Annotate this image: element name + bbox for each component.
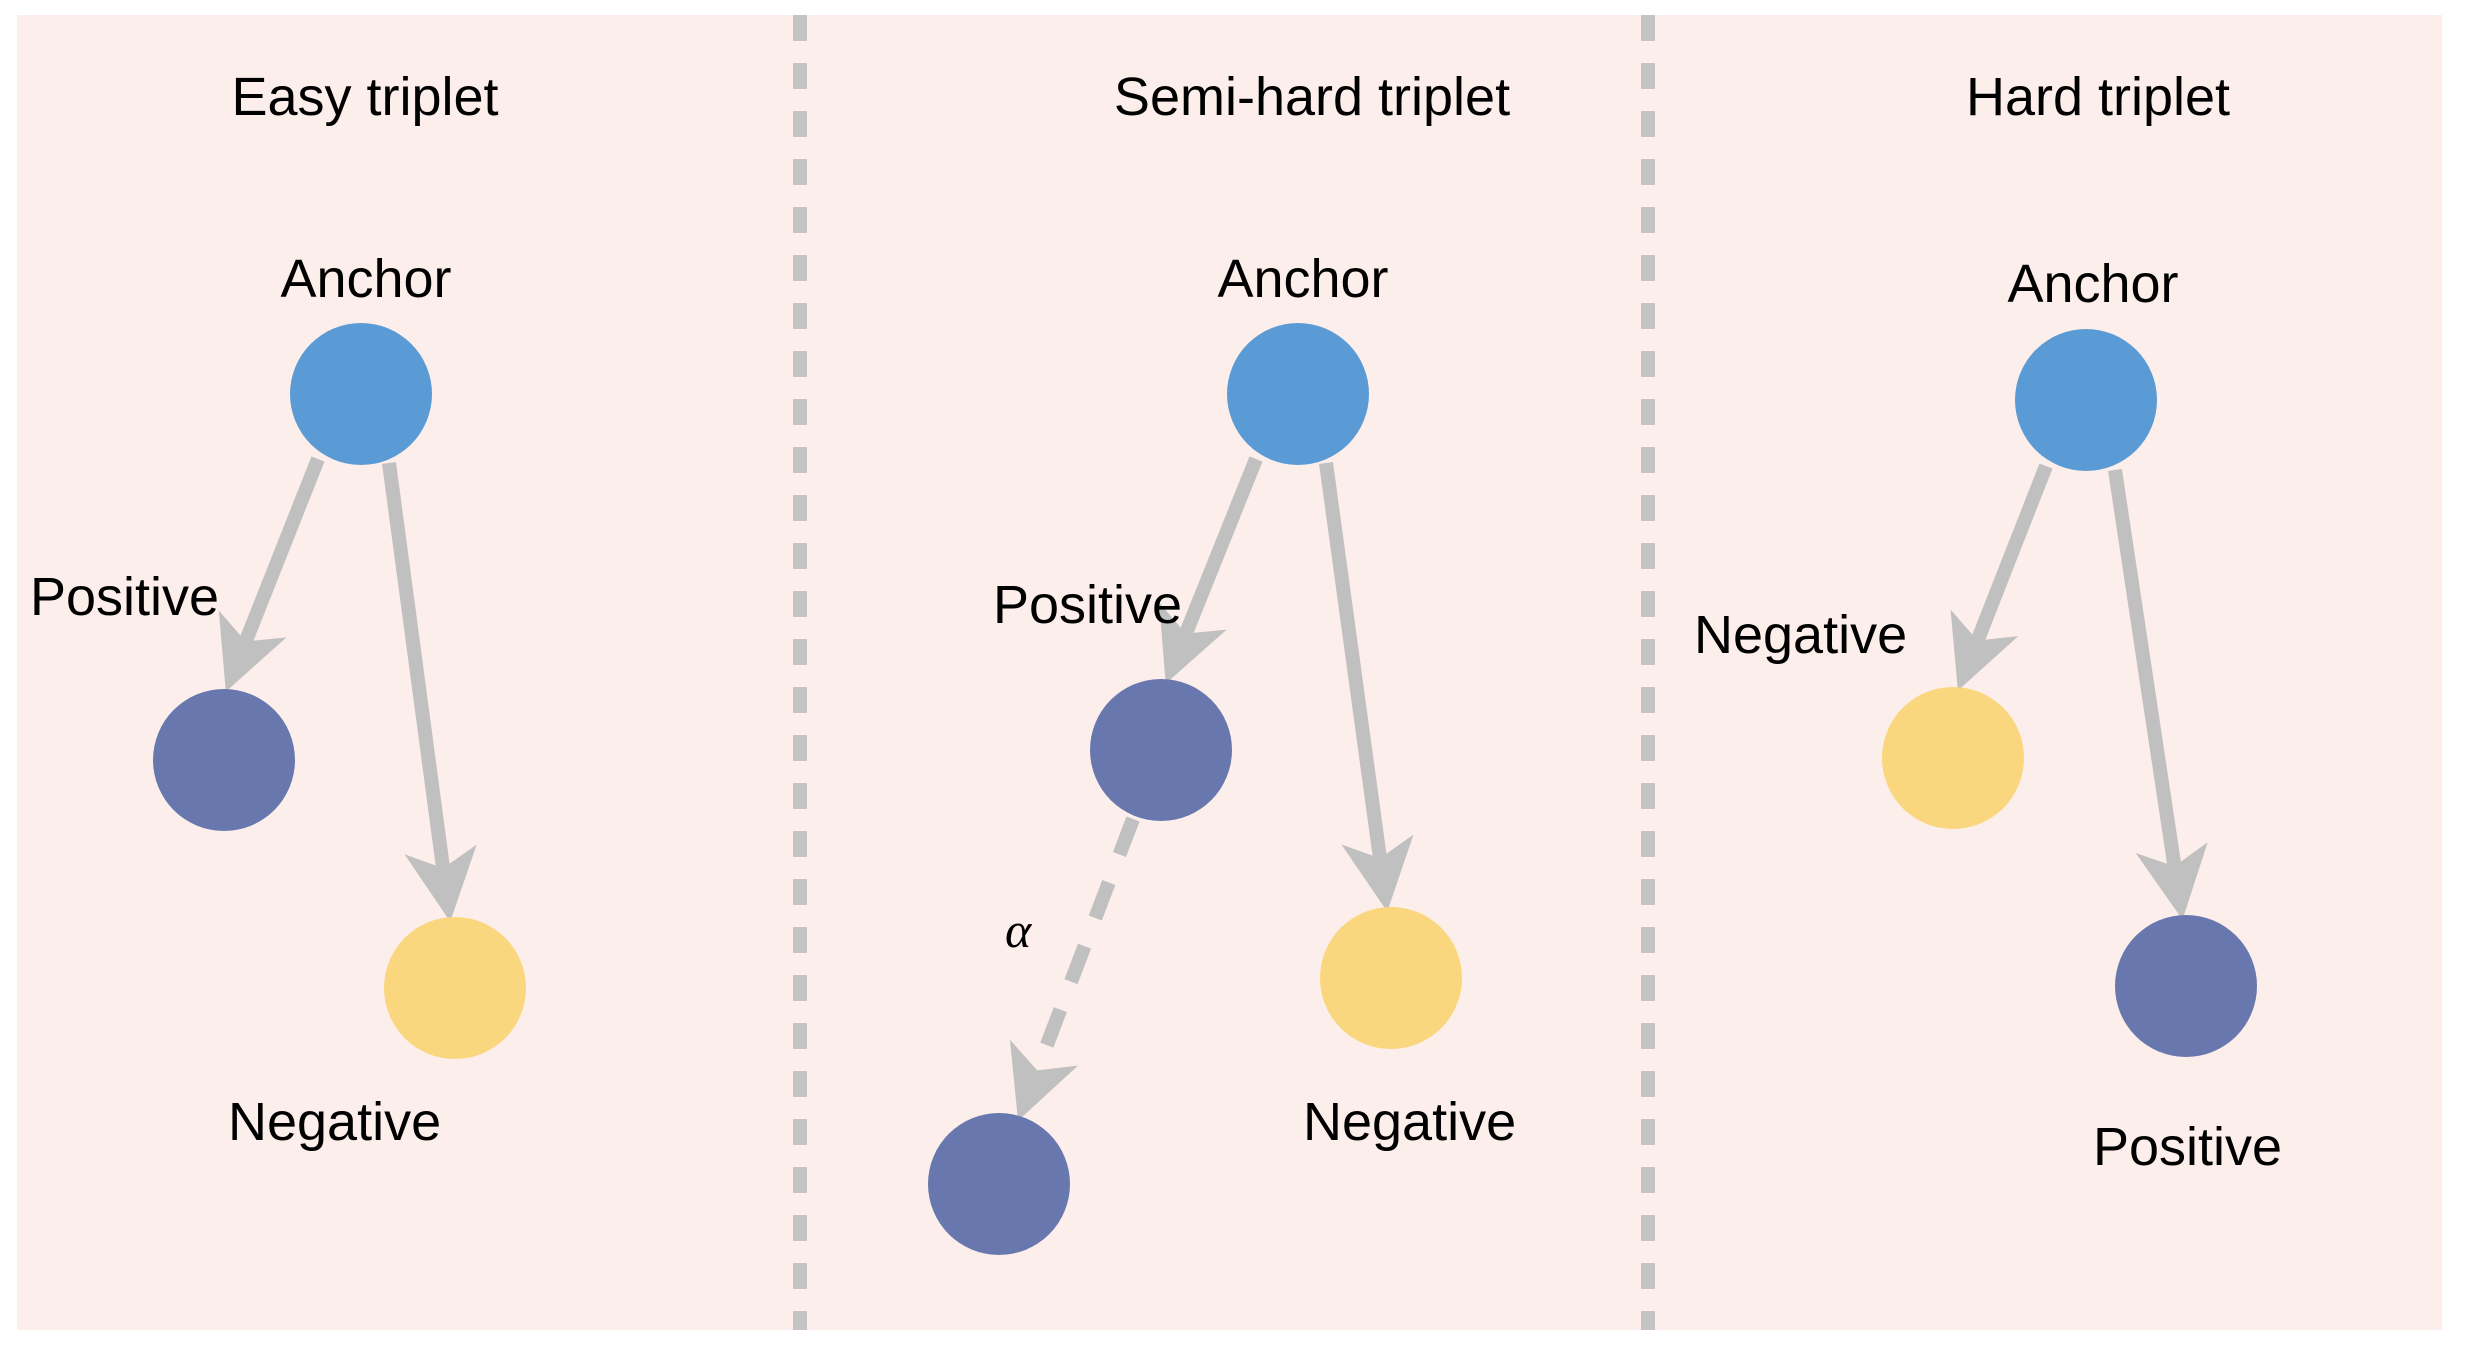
- edge-anchor-to-negative-3: [1950, 463, 2053, 691]
- panel-easy: [153, 323, 526, 1059]
- node-negative-3[interactable]: [1882, 687, 2024, 829]
- node-anchor-2[interactable]: [1227, 323, 1369, 465]
- node-positive-2[interactable]: [1090, 679, 1232, 821]
- edge-margin-alpha-2: [1009, 816, 1140, 1121]
- node-positive-3[interactable]: [2115, 915, 2257, 1057]
- edge-anchor-to-positive-3: [2108, 468, 2208, 920]
- edge-anchor-to-positive-1: [218, 456, 325, 692]
- panel-hard: [1882, 329, 2257, 1057]
- edge-anchor-to-positive-2: [1159, 456, 1263, 684]
- node-negative-1[interactable]: [384, 917, 526, 1059]
- plot-background: [17, 15, 2442, 1330]
- edge-anchor-to-negative-1: [382, 462, 477, 922]
- panel-semi-hard: [928, 323, 1462, 1255]
- edge-anchor-to-negative-2: [1319, 462, 1414, 912]
- node-negative-2[interactable]: [1320, 907, 1462, 1049]
- node-anchor-1[interactable]: [290, 323, 432, 465]
- node-positive-1[interactable]: [153, 689, 295, 831]
- node-margin-point-2[interactable]: [928, 1113, 1070, 1255]
- node-anchor-3[interactable]: [2015, 329, 2157, 471]
